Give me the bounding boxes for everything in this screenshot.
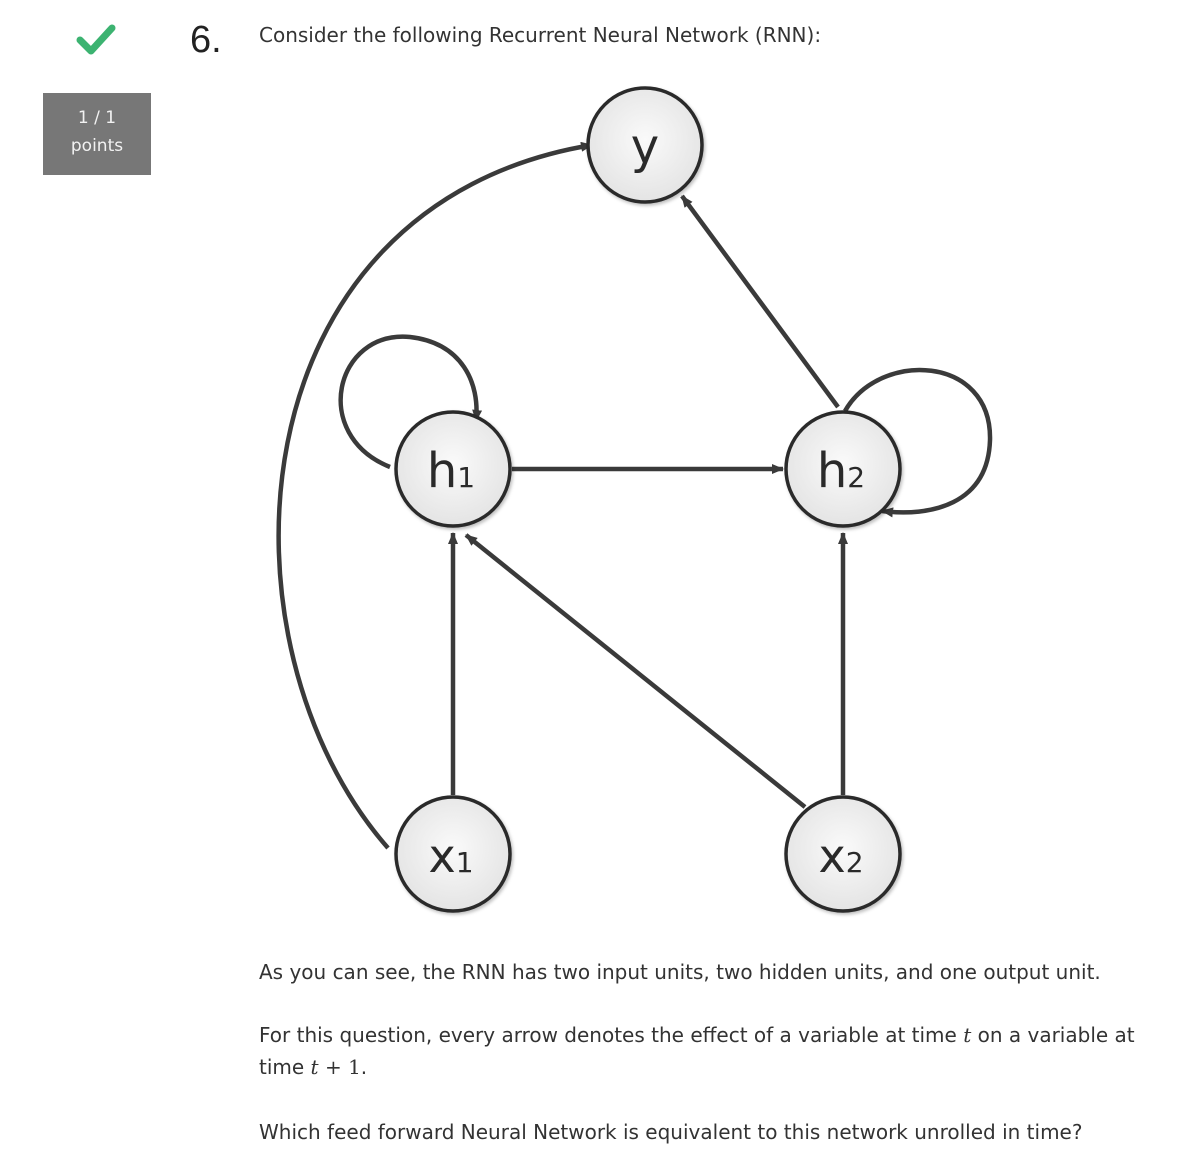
node-h2-subscript: 2: [847, 461, 865, 494]
question-paragraph-2: For this question, every arrow denotes t…: [259, 1019, 1159, 1083]
node-h1: h1: [394, 410, 512, 528]
node-h1-label: h: [427, 443, 457, 499]
rnn-diagram: y h1 h2 x1 x2: [276, 86, 993, 913]
question-title: Consider the following Recurrent Neural …: [259, 23, 822, 47]
svg-text:h2: h2: [817, 443, 865, 499]
node-x1: x1: [394, 795, 512, 913]
svg-text:y: y: [631, 119, 659, 175]
node-x2-subscript: 2: [846, 846, 864, 879]
node-x2: x2: [784, 795, 902, 913]
node-y-label: y: [631, 119, 659, 175]
node-h1-subscript: 1: [457, 461, 475, 494]
node-x1-subscript: 1: [456, 846, 474, 879]
p2-suffix: .: [360, 1055, 368, 1079]
p2-var-t: t: [963, 1023, 972, 1047]
p2-prefix: For this question, every arrow denotes t…: [259, 1023, 964, 1047]
score-value: 1 / 1: [77, 108, 117, 128]
p2-expr-rest: + 1: [318, 1055, 361, 1079]
edge-x1-to-y: [276, 141, 593, 850]
edge-x2-to-h1: [464, 533, 807, 809]
node-x1-label: x: [428, 829, 455, 883]
svg-text:h1: h1: [427, 443, 475, 499]
node-x2-label: x: [818, 829, 845, 883]
p2-middle: on a variable at time: [259, 1023, 1135, 1079]
node-h2: h2: [784, 410, 902, 528]
svg-text:x2: x2: [818, 829, 863, 883]
p2-expr-t: t: [310, 1055, 319, 1079]
score-badge: 1 / 1 points: [43, 93, 151, 175]
edge-h1-self-loop: [338, 334, 483, 470]
check-icon: [76, 24, 116, 55]
node-h2-label: h: [817, 443, 847, 499]
node-y: y: [586, 86, 704, 204]
question-number: 6.: [190, 19, 222, 61]
question-paragraph-1: As you can see, the RNN has two input un…: [259, 960, 1101, 984]
edge-h2-self-loop: [843, 367, 993, 518]
question-paragraph-3: Which feed forward Neural Network is equ…: [259, 1120, 1083, 1144]
score-unit: points: [70, 136, 124, 156]
edge-h2-to-y: [680, 194, 840, 409]
svg-text:x1: x1: [428, 829, 473, 883]
